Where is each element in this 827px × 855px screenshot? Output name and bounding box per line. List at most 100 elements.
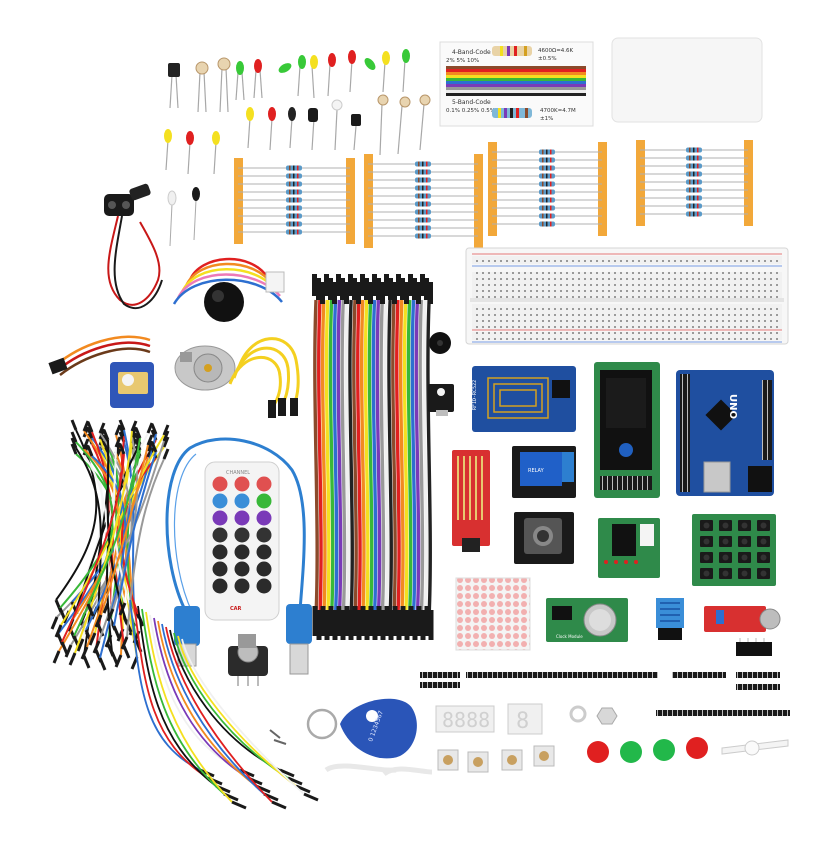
rfid-white-card — [611, 37, 763, 123]
screws — [269, 729, 287, 745]
dupont-connector — [328, 606, 334, 636]
remote-key — [234, 578, 250, 594]
dupont-connector — [352, 606, 358, 636]
buzzer — [429, 332, 451, 354]
band5-title: 5-Band-Code — [452, 99, 491, 106]
plastic-clips — [324, 763, 433, 777]
dupont-connector — [332, 610, 338, 640]
remote-key — [212, 510, 228, 526]
dupont-connector — [360, 606, 366, 636]
dupont-connector — [428, 282, 433, 304]
rtc-label: Clock Module — [556, 634, 583, 639]
tactile-push-buttons — [437, 745, 555, 773]
rfid-label: RFID-RC522 — [472, 380, 478, 410]
dupont-connector — [344, 606, 350, 636]
remote-key — [234, 510, 250, 526]
dupont-connector — [396, 274, 401, 296]
resistor-strips — [234, 140, 753, 248]
servo-motor — [48, 335, 154, 408]
dupont-connector — [396, 610, 402, 640]
remote-brand: CAR — [230, 606, 242, 612]
remote-key — [212, 561, 228, 577]
band4-title: 4-Band-Code — [452, 49, 491, 56]
band4-example-tolerance: ±0.5% — [538, 56, 557, 62]
band5-example-tolerance: ±1% — [540, 116, 553, 122]
dupont-connector — [420, 610, 426, 640]
dupont-connector — [404, 282, 409, 304]
dupont-connector — [320, 282, 325, 304]
dupont-connector — [388, 278, 393, 300]
dupont-connector — [368, 606, 374, 636]
sound-sensor-module — [704, 606, 781, 632]
remote-key — [212, 544, 228, 560]
dupont-connector — [348, 610, 354, 640]
dupont-connector — [372, 274, 377, 296]
dupont-connector — [416, 282, 421, 304]
dupont-jumper-ribbon — [312, 274, 434, 640]
dupont-connector — [332, 282, 337, 304]
dupont-connector — [392, 606, 398, 636]
remote-key — [234, 561, 250, 577]
dupont-connector — [340, 278, 345, 300]
remote-key — [212, 493, 228, 509]
band4-example-value: 4600Ω=4.6K — [538, 48, 574, 54]
dht11-sensor — [656, 598, 684, 640]
dupont-connector — [368, 282, 373, 304]
dupont-connector — [324, 274, 329, 296]
dupont-connector — [364, 610, 370, 640]
single-digit-display: 8 — [516, 709, 529, 734]
dupont-connector — [388, 610, 394, 640]
seven-segment-displays: 8888 8 — [435, 703, 543, 735]
four-digit-display: 8888 — [442, 708, 490, 732]
dupont-connector — [320, 606, 326, 636]
dupont-connector — [336, 274, 341, 296]
dupont-connector — [384, 606, 390, 636]
remote-key — [256, 544, 272, 560]
rtc-clock-module: Clock Module — [546, 598, 628, 642]
dupont-connector — [316, 610, 322, 640]
joystick-module — [514, 512, 574, 564]
remote-key — [234, 544, 250, 560]
header-pin-strips — [420, 672, 790, 716]
remote-key — [234, 476, 250, 492]
dupont-connector — [408, 274, 413, 296]
resistor-tape — [488, 142, 497, 236]
rfid-key-tag: 0 1234567 — [306, 698, 417, 759]
dupont-connector — [324, 610, 330, 640]
breadboard — [465, 247, 789, 345]
dupont-connector — [412, 610, 418, 640]
dupont-connector — [384, 274, 389, 296]
dupont-connector — [348, 274, 353, 296]
dupont-connector — [316, 278, 321, 300]
dupont-connector — [312, 606, 318, 636]
dupont-connector — [344, 282, 349, 304]
remote-key — [256, 561, 272, 577]
dupont-connector — [352, 278, 357, 300]
sensor-module-small — [428, 384, 454, 416]
remote-key — [256, 493, 272, 509]
lcd-adapter-module — [594, 362, 660, 498]
color-stripes — [446, 66, 586, 96]
stepper-driver-board — [598, 518, 660, 578]
relay-module: RELAY — [512, 446, 576, 498]
resistor-tape — [598, 142, 607, 236]
remote-key — [212, 476, 228, 492]
dupont-connector — [428, 610, 434, 640]
resistor-tape — [346, 158, 355, 244]
potentiometer — [228, 634, 268, 686]
remote-key — [256, 510, 272, 526]
dupont-connector — [416, 606, 422, 636]
band5-example-value: 4700K=4.7M — [540, 108, 576, 114]
dupont-connector — [312, 274, 317, 296]
uno-label: UNO — [727, 394, 738, 419]
resistor-color-code-card: 4-Band-Code 2% 5% 10% 4600Ω=4.6K ±0.5% 5… — [439, 41, 594, 127]
dupont-connector — [364, 278, 369, 300]
ic-chip — [736, 638, 772, 656]
remote-key — [256, 578, 272, 594]
dupont-connector — [376, 278, 381, 300]
dupont-connector — [408, 606, 414, 636]
remote-header: CHANNEL — [226, 470, 250, 476]
resistor-tape — [364, 154, 373, 248]
dupont-connector — [360, 274, 365, 296]
dupont-connector — [380, 282, 385, 304]
